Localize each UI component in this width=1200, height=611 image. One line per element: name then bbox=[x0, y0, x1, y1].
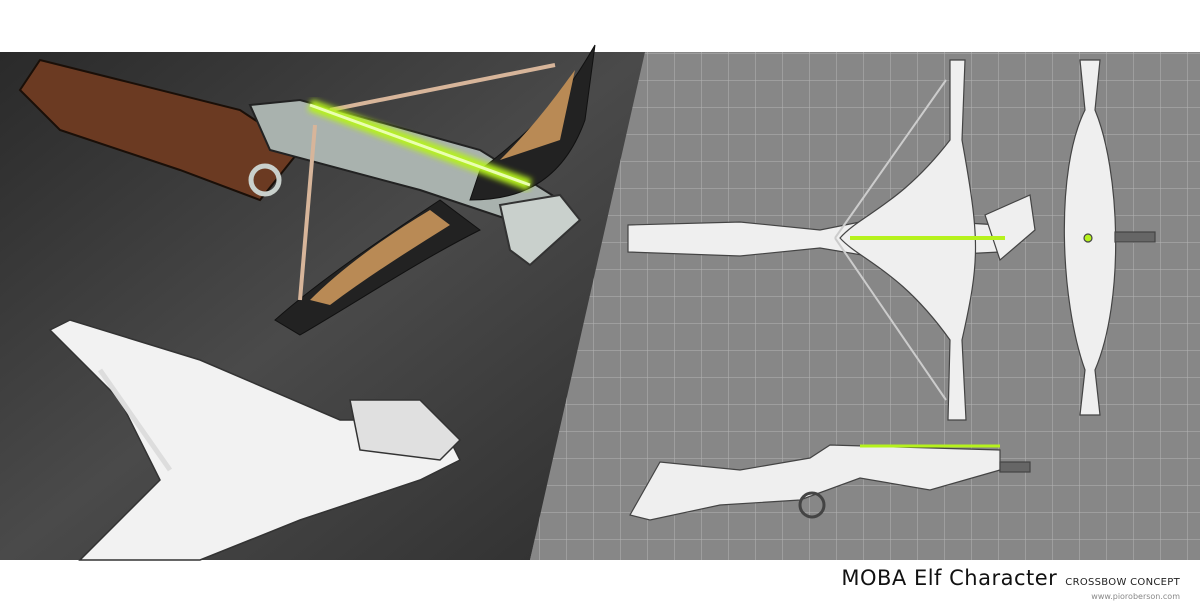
caption: MOBA Elf Character CROSSBOW CONCEPT bbox=[841, 566, 1180, 590]
caption-title: MOBA Elf Character bbox=[841, 566, 1058, 590]
front-view-crossbow bbox=[1063, 59, 1156, 416]
painted-crossbow bbox=[18, 44, 596, 336]
artist-url: www.pioroberson.com bbox=[1091, 592, 1180, 601]
lineart-crossbow bbox=[48, 319, 462, 561]
top-view-crossbow bbox=[627, 59, 1036, 421]
caption-subtitle: CROSSBOW CONCEPT bbox=[1065, 577, 1180, 588]
grid-lines bbox=[530, 52, 1200, 560]
side-view-crossbow bbox=[629, 444, 1031, 521]
